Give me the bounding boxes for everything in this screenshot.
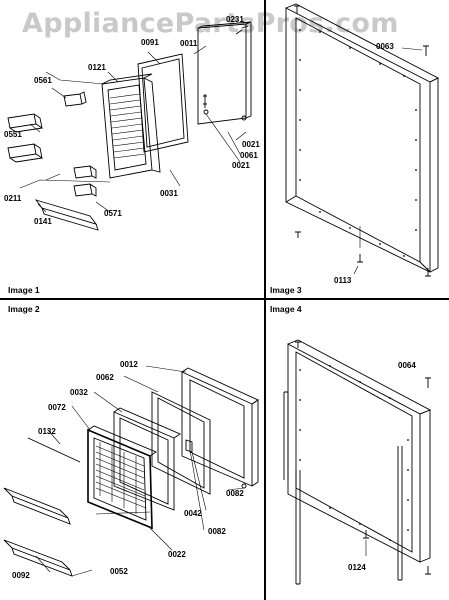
part-label-0082-lower: 0082 bbox=[208, 527, 226, 536]
part-label-0031: 0031 bbox=[160, 189, 178, 198]
part-label-0063: 0063 bbox=[376, 42, 394, 51]
part-label-0061: 0061 bbox=[240, 151, 258, 160]
part-label-0072: 0072 bbox=[48, 403, 66, 412]
part-label-0571: 0571 bbox=[104, 209, 122, 218]
part-label-0231: 0231 bbox=[226, 15, 244, 24]
vertical-divider bbox=[264, 0, 266, 600]
horizontal-divider bbox=[0, 298, 449, 300]
part-label-0551: 0551 bbox=[4, 130, 22, 139]
part-label-0561: 0561 bbox=[34, 76, 52, 85]
part-label-0121: 0121 bbox=[88, 63, 106, 72]
part-label-0141: 0141 bbox=[34, 217, 52, 226]
part-label-0091: 0091 bbox=[141, 38, 159, 47]
panel-label-image1: Image 1 bbox=[8, 285, 40, 295]
panel-label-image2: Image 2 bbox=[8, 304, 40, 314]
part-label-0113: 0113 bbox=[334, 276, 352, 285]
image1-drawing bbox=[7, 21, 252, 231]
part-label-0052: 0052 bbox=[110, 567, 128, 576]
part-label-0211: 0211 bbox=[4, 194, 22, 203]
part-label-0124: 0124 bbox=[348, 563, 366, 572]
part-label-0022: 0022 bbox=[168, 550, 186, 559]
panel-label-image4: Image 4 bbox=[270, 304, 302, 314]
panel-label-image3: Image 3 bbox=[270, 285, 302, 295]
part-label-0011: 0011 bbox=[180, 39, 198, 48]
image3-drawing bbox=[285, 3, 439, 277]
part-label-0062: 0062 bbox=[96, 373, 114, 382]
part-label-0042: 0042 bbox=[184, 509, 202, 518]
image4-drawing bbox=[283, 339, 432, 585]
part-label-0082-right: 0082 bbox=[226, 489, 244, 498]
part-label-0012: 0012 bbox=[120, 360, 138, 369]
image2-drawing bbox=[3, 365, 259, 577]
part-label-0092: 0092 bbox=[12, 571, 30, 580]
part-label-0032: 0032 bbox=[70, 388, 88, 397]
part-label-0021-upper: 0021 bbox=[242, 140, 260, 149]
part-label-0064: 0064 bbox=[398, 361, 416, 370]
part-label-0021-lower: 0021 bbox=[232, 161, 250, 170]
part-label-0132: 0132 bbox=[38, 427, 56, 436]
